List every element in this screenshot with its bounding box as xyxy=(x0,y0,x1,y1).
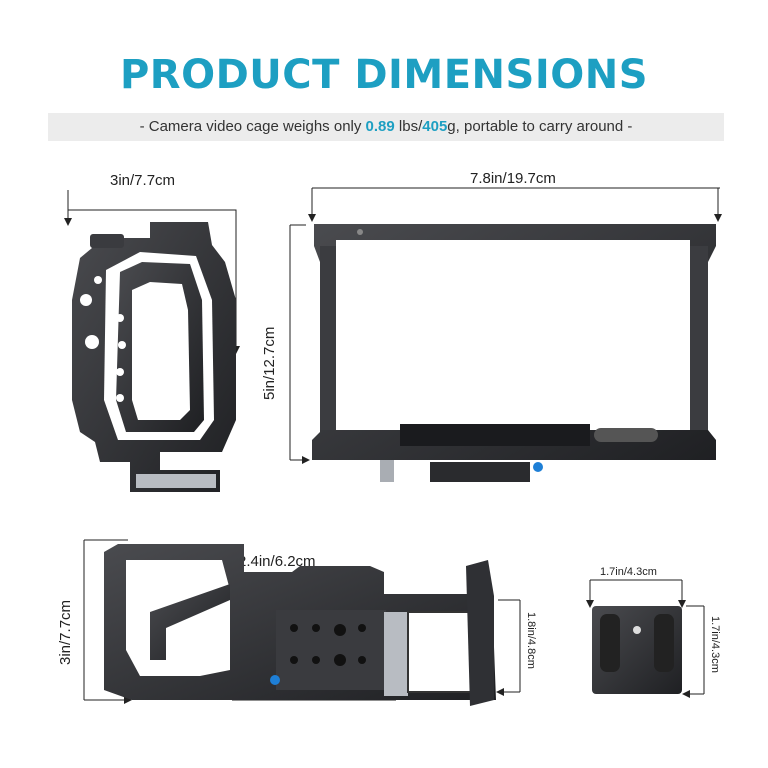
bottom-plate-height-label: 1.8in/4.8cm xyxy=(525,612,537,669)
bottom-width-label: 2.4in/6.2cm xyxy=(238,553,316,570)
front-top-screw xyxy=(357,229,363,235)
bottom-release-slot xyxy=(407,611,479,693)
plate-width-label: 1.7in/4.3cm xyxy=(600,566,657,578)
front-lock-knob xyxy=(533,462,543,472)
mount-hole xyxy=(166,316,174,324)
front-height-label: 5in/12.7cm xyxy=(261,327,278,400)
mount-hole xyxy=(94,276,102,284)
mount-hole xyxy=(334,654,346,666)
quick-release-plate xyxy=(136,474,216,488)
bottom-view-cage: 3in/7.7cm 2.4in/6.2cm 1.8in/4.8cm xyxy=(57,539,537,706)
mount-hole xyxy=(80,294,92,306)
bottom-lock-knob xyxy=(270,675,280,685)
mount-hole xyxy=(146,306,154,314)
plate-grip-left xyxy=(600,614,620,672)
mount-hole xyxy=(118,341,126,349)
bottom-cage-brace xyxy=(150,584,230,660)
bottom-release-lever xyxy=(384,612,408,696)
plate-height-label: 1.7in/4.3cm xyxy=(709,616,721,673)
front-screw xyxy=(380,460,394,482)
mount-hole xyxy=(116,394,124,402)
mount-hole xyxy=(312,656,320,664)
front-quick-release xyxy=(430,462,530,482)
subtitle-prefix: - Camera video cage weighs only xyxy=(139,118,366,135)
subtitle-suffix: g, portable to carry around - xyxy=(447,118,633,135)
side-width-label: 3in/7.7cm xyxy=(110,172,175,189)
lbs-unit: lbs/ xyxy=(394,118,423,135)
mount-hole xyxy=(290,656,298,664)
plate-grip-right xyxy=(654,614,674,672)
side-view-cage: 3in/7.7cm xyxy=(64,172,240,492)
mount-hole xyxy=(290,624,298,632)
bottom-height-label: 3in/7.7cm xyxy=(57,600,74,665)
mount-hole xyxy=(358,656,366,664)
mount-hole xyxy=(116,314,124,322)
front-cage-opening xyxy=(336,240,690,430)
weight-lbs: 0.89 xyxy=(365,118,395,135)
plate-screw xyxy=(633,626,641,634)
mount-hole xyxy=(106,296,114,304)
weight-grams: 405 xyxy=(422,118,448,135)
mount-hole xyxy=(158,296,166,304)
front-cage-right-side xyxy=(690,246,708,430)
cold-shoe-knob xyxy=(90,234,124,248)
front-base-cutout xyxy=(594,428,658,442)
mount-hole xyxy=(358,624,366,632)
mount-hole xyxy=(334,624,346,636)
front-view-cage: 7.8in/19.7cm 5in/12.7cm xyxy=(261,170,722,482)
bottom-side-rail xyxy=(466,560,494,706)
front-base-slot xyxy=(400,424,590,446)
mount-hole xyxy=(312,624,320,632)
side-cage-inner xyxy=(132,282,190,420)
front-width-label: 7.8in/19.7cm xyxy=(470,170,556,187)
bottom-mount-plate xyxy=(276,610,386,690)
page-title: PRODUCT DIMENSIONS xyxy=(119,52,649,98)
weight-subtitle-bar: - Camera video cage weighs only 0.89 lbs… xyxy=(48,113,724,141)
front-cage-left-side xyxy=(320,246,336,430)
mount-hole xyxy=(85,335,99,349)
quick-release-plate-view: 1.7in/4.3cm 1.7in/4.3cm xyxy=(586,566,721,698)
mount-hole xyxy=(116,368,124,376)
